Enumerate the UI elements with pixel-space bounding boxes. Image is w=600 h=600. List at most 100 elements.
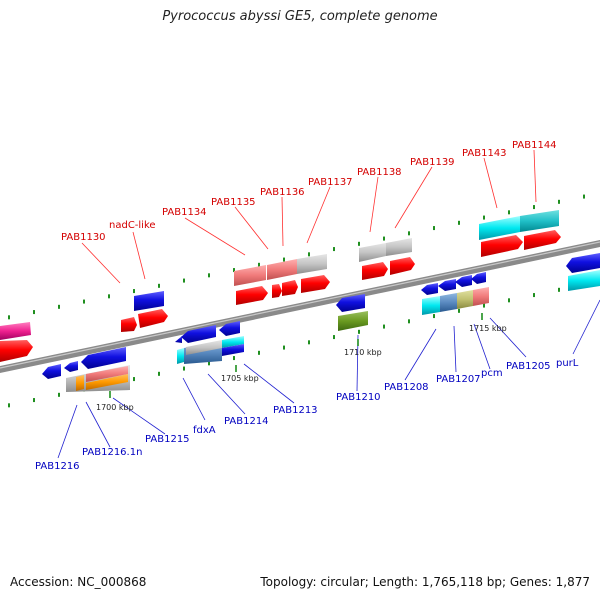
gene-block[interactable]: [566, 253, 600, 273]
strand-tick: [283, 257, 285, 262]
gene-block[interactable]: [301, 275, 330, 293]
gene-label-reverse[interactable]: PAB1215: [145, 434, 190, 445]
gene-block[interactable]: [121, 317, 137, 332]
strand-tick: [458, 220, 460, 225]
gene-block[interactable]: [222, 344, 244, 356]
gene-block[interactable]: [0, 340, 33, 362]
gene-block[interactable]: [267, 259, 297, 280]
gene-block[interactable]: [471, 272, 486, 284]
gene-block[interactable]: [338, 311, 368, 331]
strand-tick: [483, 215, 485, 220]
accession-text: Accession: NC_000868: [10, 575, 147, 589]
gene-label-forward[interactable]: PAB1138: [357, 167, 402, 178]
gene-block[interactable]: [440, 293, 457, 312]
gene-block[interactable]: [438, 279, 456, 291]
strand-tick: [233, 268, 235, 273]
gene-block[interactable]: [181, 325, 216, 343]
strand-tick: [258, 350, 260, 355]
strand-tick: [558, 199, 560, 204]
strand-tick: [83, 299, 85, 304]
strand-tick: [283, 345, 285, 350]
gene-label-reverse[interactable]: PAB1208: [384, 382, 429, 393]
gene-label-forward[interactable]: PAB1144: [512, 140, 557, 151]
gene-block[interactable]: [568, 270, 600, 291]
gene-label-forward[interactable]: nadC-like: [109, 220, 156, 231]
gene-block[interactable]: [86, 374, 128, 390]
gene-block[interactable]: [455, 275, 472, 287]
kbp-label: 1705 kbp: [221, 374, 259, 383]
gene-label-forward[interactable]: PAB1130: [61, 232, 106, 243]
gene-block[interactable]: [175, 336, 182, 343]
gene-block[interactable]: [524, 230, 561, 250]
strand-tick: [533, 205, 535, 210]
gene-block[interactable]: [362, 262, 388, 280]
strand-tick: [183, 278, 185, 283]
strand-tick: [408, 231, 410, 236]
gene-block[interactable]: [177, 348, 184, 364]
gene-block[interactable]: [282, 280, 298, 296]
gene-block[interactable]: [422, 296, 440, 315]
strand-tick: [158, 371, 160, 376]
gene-label-forward[interactable]: PAB1139: [410, 157, 455, 168]
gene-block[interactable]: [421, 283, 438, 295]
gene-block[interactable]: [81, 347, 126, 369]
gene-block[interactable]: [457, 290, 473, 309]
gene-block[interactable]: [272, 284, 282, 298]
strand-tick: [433, 226, 435, 231]
gene-label-reverse[interactable]: PAB1205: [506, 361, 551, 372]
strand-tick: [33, 398, 35, 403]
gene-block[interactable]: [186, 340, 222, 355]
gene-block[interactable]: [386, 238, 412, 256]
gene-label-reverse[interactable]: PAB1216: [35, 461, 80, 472]
gene-block[interactable]: [236, 286, 268, 305]
gene-block[interactable]: [134, 291, 164, 311]
gene-block[interactable]: [481, 235, 523, 257]
gene-block[interactable]: [473, 287, 489, 306]
gene-label-forward[interactable]: PAB1134: [162, 207, 207, 218]
gene-block[interactable]: [520, 210, 559, 232]
forward-strand-ticks: [8, 194, 585, 320]
gene-block[interactable]: [64, 361, 78, 372]
gene-label-reverse[interactable]: PAB1216.1n: [82, 447, 142, 458]
gene-block[interactable]: [359, 243, 386, 262]
strand-tick: [133, 289, 135, 294]
gene-block[interactable]: [76, 375, 84, 391]
gene-label-forward[interactable]: PAB1135: [211, 197, 256, 208]
gene-label-reverse[interactable]: PAB1210: [336, 392, 381, 403]
gene-block[interactable]: [138, 309, 168, 328]
strand-tick: [333, 247, 335, 252]
strand-tick: [308, 252, 310, 257]
gene-label-forward[interactable]: PAB1143: [462, 148, 507, 159]
gene-label-reverse[interactable]: PAB1207: [436, 374, 481, 385]
kbp-label: 1710 kbp: [344, 348, 382, 357]
gene-block[interactable]: [390, 257, 415, 275]
gene-block[interactable]: [219, 321, 240, 336]
gene-block[interactable]: [86, 366, 128, 382]
gene-block[interactable]: [297, 254, 327, 274]
gene-block[interactable]: [0, 322, 31, 340]
gene-block[interactable]: [42, 364, 61, 379]
gene-label-forward[interactable]: PAB1137: [308, 177, 353, 188]
kbp-label: 1715 kbp: [469, 324, 507, 333]
gene-block[interactable]: [479, 216, 520, 240]
gene-label-reverse[interactable]: fdxA: [193, 425, 216, 436]
strand-tick: [558, 287, 560, 292]
kbp-marker-ticks: [109, 313, 483, 398]
gene-label-reverse[interactable]: PAB1214: [224, 416, 269, 427]
strand-tick: [358, 329, 360, 334]
gene-block[interactable]: [234, 265, 266, 286]
strand-tick: [208, 273, 210, 278]
strand-tick: [33, 310, 35, 315]
gene-label-reverse[interactable]: pcm: [481, 368, 503, 379]
strand-tick: [58, 392, 60, 397]
strand-tick: [8, 403, 10, 408]
gene-label-forward[interactable]: PAB1136: [260, 187, 305, 198]
strand-tick: [383, 324, 385, 329]
gene-label-reverse[interactable]: PAB1213: [273, 405, 318, 416]
strand-tick: [358, 241, 360, 246]
gene-block[interactable]: [336, 294, 365, 312]
gene-label-reverse[interactable]: purL: [556, 358, 579, 369]
strand-tick: [233, 356, 235, 361]
